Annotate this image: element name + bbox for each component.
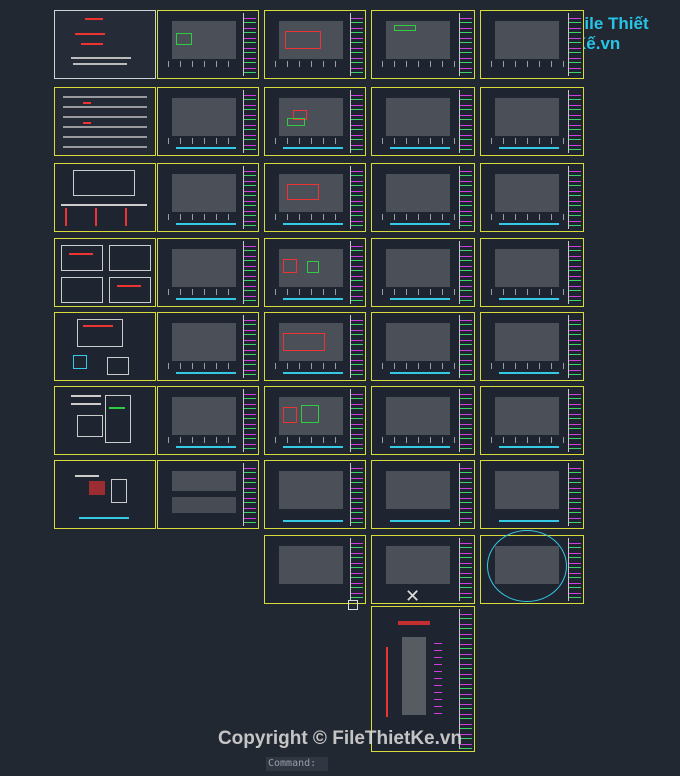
sheet-r2-c3[interactable] <box>371 87 475 156</box>
sheet-r1-c1[interactable] <box>157 10 259 79</box>
sheet-r3-detail[interactable] <box>54 163 156 232</box>
sheet-r5-c2[interactable] <box>264 312 366 381</box>
sheet-r1-c4[interactable] <box>480 10 584 79</box>
sheet-r5-c3[interactable] <box>371 312 475 381</box>
sheet-r2-c2[interactable] <box>264 87 366 156</box>
sheet-r6-c4[interactable] <box>480 386 584 455</box>
sheet-r8-c3[interactable] <box>371 535 475 604</box>
sheet-r7-c1[interactable] <box>157 460 259 529</box>
sheet-r1-c2[interactable] <box>264 10 366 79</box>
sheet-r4-c3[interactable] <box>371 238 475 307</box>
sheet-r8-c2[interactable] <box>264 535 366 604</box>
sheet-r5-c1[interactable] <box>157 312 259 381</box>
sheet-r6-detail[interactable] <box>54 386 156 455</box>
copyright-watermark: Copyright © FileThietKe.vn <box>217 728 463 749</box>
sheet-r4-detail[interactable] <box>54 238 156 307</box>
sheet-r5-c4[interactable] <box>480 312 584 381</box>
sheet-r2-notes[interactable] <box>54 87 156 156</box>
selection-circle <box>487 530 567 602</box>
sheet-r3-c3[interactable] <box>371 163 475 232</box>
sheet-r3-c2[interactable] <box>264 163 366 232</box>
sheet-r7-c4[interactable] <box>480 460 584 529</box>
ucs-icon <box>348 600 358 610</box>
sheet-r5-detail[interactable] <box>54 312 156 381</box>
sheet-r7-c2[interactable] <box>264 460 366 529</box>
sheet-r4-c2[interactable] <box>264 238 366 307</box>
sheet-r7-detail[interactable] <box>54 460 156 529</box>
sheet-r4-c1[interactable] <box>157 238 259 307</box>
cursor-crosshair-icon: ✕ <box>405 586 421 606</box>
sheet-r4-c4[interactable] <box>480 238 584 307</box>
sheet-section[interactable] <box>371 606 475 752</box>
command-line[interactable]: Command: <box>266 757 328 771</box>
sheet-r2-c4[interactable] <box>480 87 584 156</box>
sheet-r1-c3[interactable] <box>371 10 475 79</box>
sheet-r6-c2[interactable] <box>264 386 366 455</box>
sheet-r2-c1[interactable] <box>157 87 259 156</box>
sheet-r6-c3[interactable] <box>371 386 475 455</box>
sheet-r3-c4[interactable] <box>480 163 584 232</box>
logo-text: File Thiết Kế.vn <box>574 14 649 53</box>
sheet-r6-c1[interactable] <box>157 386 259 455</box>
sheet-r7-c3[interactable] <box>371 460 475 529</box>
sheet-cover[interactable] <box>54 10 156 79</box>
sheet-r3-c1[interactable] <box>157 163 259 232</box>
